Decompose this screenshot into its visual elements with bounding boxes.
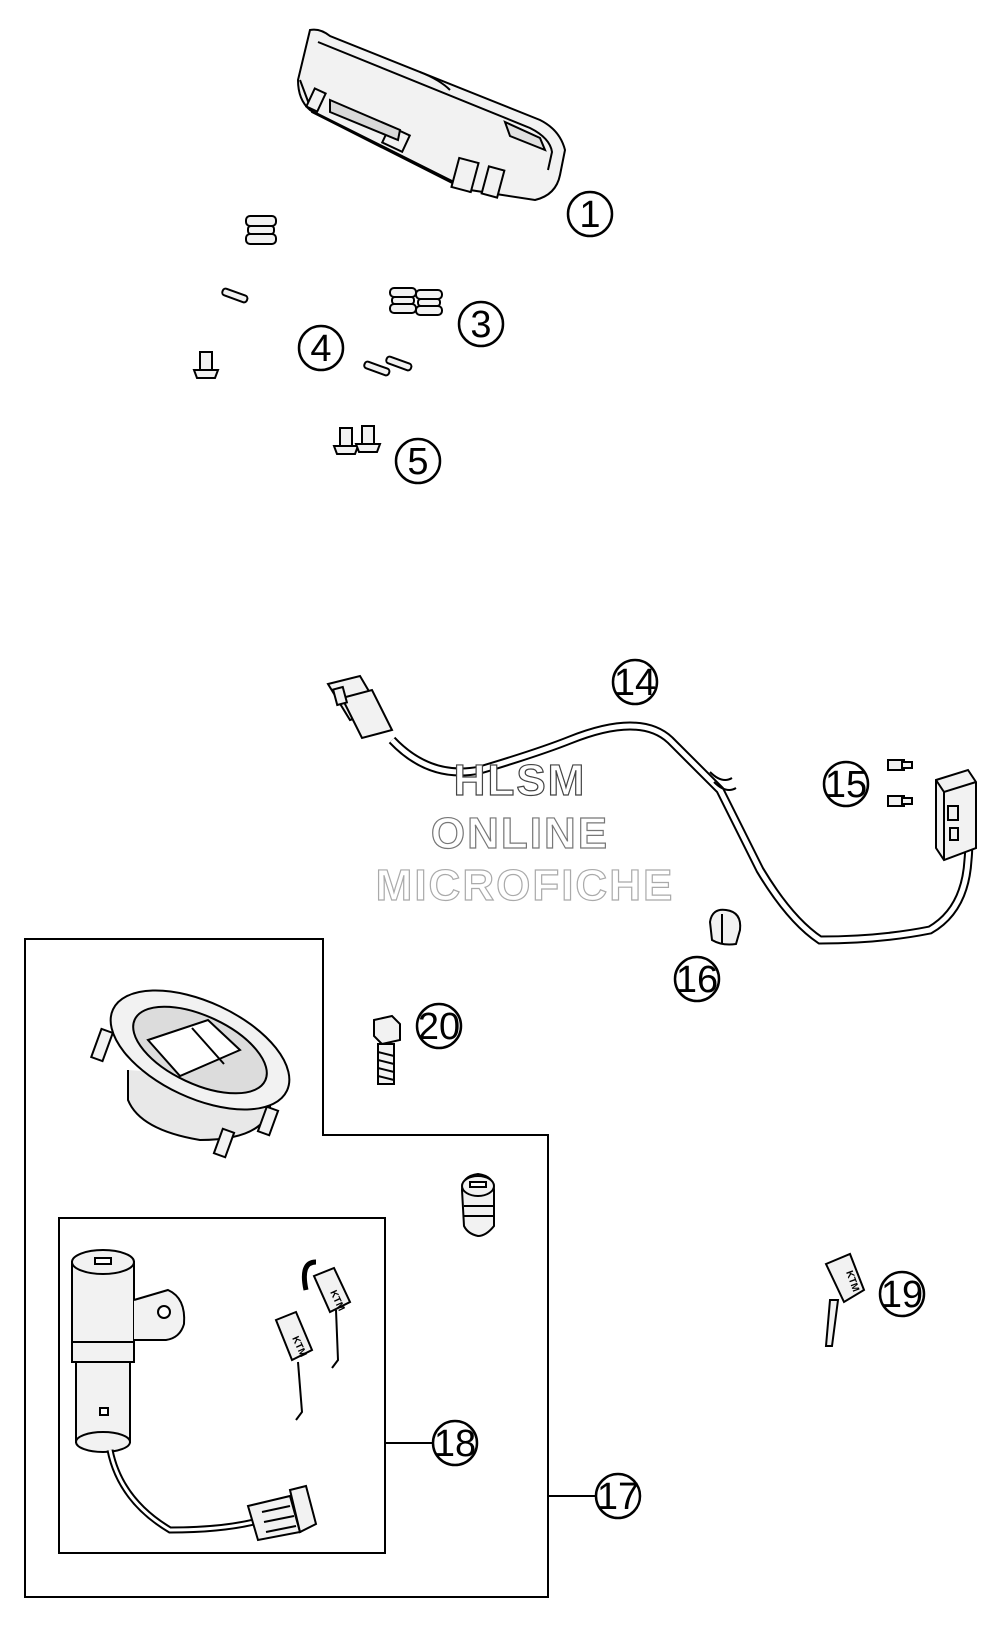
callout-14: 14 <box>611 658 659 706</box>
callout-18: 18 <box>431 1419 479 1467</box>
callout-5-label: 5 <box>407 441 428 483</box>
watermark-line-3: MICROFICHE <box>376 861 675 910</box>
callout-5: 5 <box>394 437 442 485</box>
callout-20: 20 <box>415 1002 463 1050</box>
part-19-key: KTM <box>824 1252 866 1347</box>
callout-16-label: 16 <box>676 959 718 1001</box>
part-3-grommets <box>245 215 443 316</box>
watermark-line-1: HLSM <box>454 756 587 805</box>
callout-1-label: 1 <box>579 194 600 236</box>
callout-15-label: 15 <box>825 764 867 806</box>
callout-19-label: 19 <box>881 1274 923 1316</box>
part-17-lock-set-frame <box>24 938 595 1598</box>
watermark: HLSM ONLINE MICROFICHE <box>375 755 675 910</box>
part-16-cable-clip <box>708 908 742 946</box>
part-5-screws <box>192 351 382 455</box>
ignition-switch <box>71 1249 318 1542</box>
callout-1: 1 <box>566 190 614 238</box>
part-4-sleeves <box>221 287 413 377</box>
callout-15: 15 <box>822 760 870 808</box>
part-20-bolt <box>373 1014 401 1085</box>
callout-4-label: 4 <box>310 328 331 370</box>
callout-4: 4 <box>297 324 345 372</box>
part-15-bracket <box>887 759 977 862</box>
seat-lock-cylinder <box>460 1172 495 1238</box>
callout-14-label: 14 <box>614 662 656 704</box>
ignition-keys: KTM KTM <box>274 1259 352 1421</box>
callout-3: 3 <box>457 300 505 348</box>
callout-17: 17 <box>594 1472 642 1520</box>
watermark-line-2: ONLINE <box>431 809 609 858</box>
callout-16: 16 <box>673 955 721 1003</box>
callout-3-label: 3 <box>470 304 491 346</box>
callout-17-label: 17 <box>597 1476 639 1518</box>
part-1-instrument-cluster <box>296 28 567 202</box>
fuel-tank-cap <box>89 989 291 1159</box>
callout-19: 19 <box>878 1270 926 1318</box>
callout-18-label: 18 <box>434 1423 476 1465</box>
callout-20-label: 20 <box>418 1006 460 1048</box>
part-14-speed-sensor-cable <box>326 674 974 945</box>
part-18-ignition-frame <box>58 1217 432 1554</box>
